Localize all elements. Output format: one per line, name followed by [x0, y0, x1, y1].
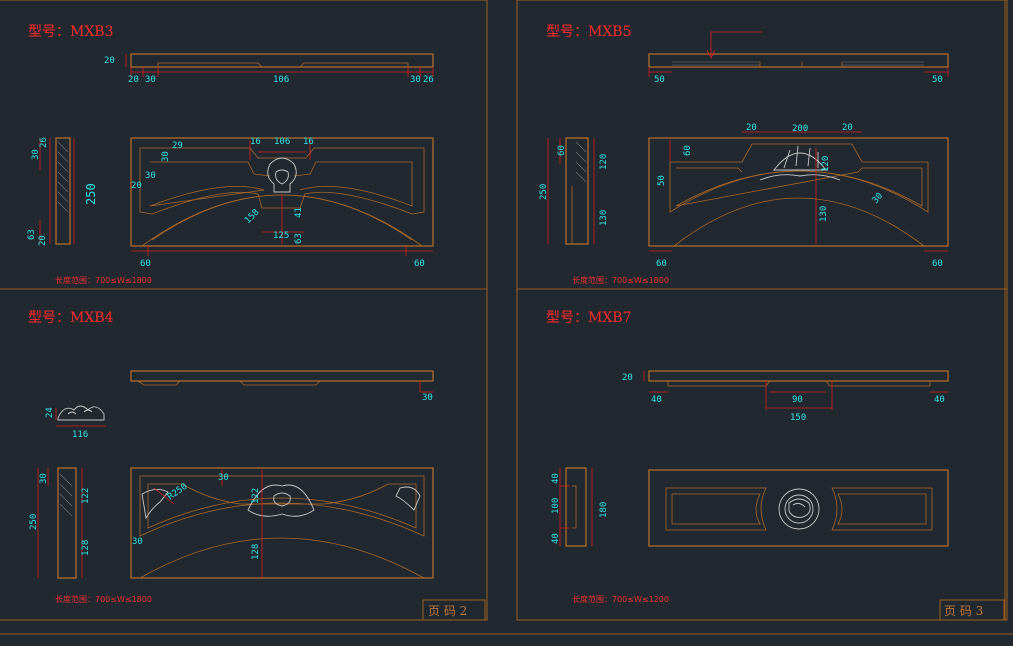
front-elevation-view: 30 R250 122 30 128	[130, 467, 434, 579]
dim-label: 60	[557, 145, 567, 156]
dim-label: 41	[294, 207, 304, 218]
dim-label: 16	[303, 137, 314, 147]
front-elevation-view	[648, 469, 949, 547]
page-label-2: 页 码 2	[422, 599, 486, 621]
dim-label: 106	[274, 137, 290, 147]
dim-label: 30	[218, 473, 229, 483]
dim-label: 40	[551, 533, 561, 544]
dim-label: 30	[871, 191, 886, 206]
dim-label: 200	[792, 124, 808, 134]
dim-label: 63	[294, 233, 304, 244]
length-range-note: 长度范围：700≤W≤1800	[55, 275, 152, 285]
dim-label: 24	[45, 407, 55, 418]
dim-label: 120	[821, 156, 831, 172]
dim-label: 20	[746, 123, 757, 133]
dim-label: 30	[145, 171, 156, 181]
dim-label: 100	[551, 498, 561, 514]
panel-mxb7: 型号：MXB7 20 40 90 150 40 40 100	[546, 310, 949, 604]
dim-label: 30	[39, 473, 49, 484]
dim-label: 128	[251, 544, 261, 560]
dim-label: 30	[145, 75, 156, 85]
dim-label: 120	[599, 154, 609, 170]
dim-label: 26	[39, 137, 49, 148]
top-profile-view: 20 40 90 150 40	[622, 370, 949, 423]
side-section-view: 30 122 250 128	[29, 467, 91, 579]
front-elevation-view: 20 200 20 60 50 120 130 30 60 60	[648, 123, 949, 269]
dim-label: 130	[819, 206, 829, 222]
dim-label: 60	[656, 259, 667, 269]
dim-label: 116	[72, 430, 88, 440]
dim-label: 180	[599, 502, 609, 518]
model-label: 型号：MXB5	[546, 24, 632, 40]
dim-label: 150	[790, 413, 806, 423]
dim-label: 60	[932, 259, 943, 269]
dim-label: 30	[422, 393, 433, 403]
dim-label: 30	[410, 75, 421, 85]
panel-mxb5: 型号：MXB5 50 50 60 120 250 130	[539, 24, 949, 285]
length-range-note: 长度范围：700≤W≤1800	[55, 594, 152, 604]
dim-label: 30	[31, 149, 41, 160]
dim-label: 122	[81, 488, 91, 504]
dim-label: 30	[132, 537, 143, 547]
dim-label: 20	[842, 123, 853, 133]
dim-label: 128	[81, 540, 91, 556]
top-profile-view: 50 50	[648, 31, 949, 85]
carving-detail-view: 24 116	[45, 405, 106, 440]
panel-mxb3: 型号：MXB3 20 20 30 106 30 26	[27, 24, 434, 285]
dim-label: 63	[27, 229, 37, 240]
model-label: 型号：MXB3	[28, 24, 114, 40]
dim-label: 60	[683, 145, 693, 156]
dim-label: 20	[128, 75, 139, 85]
dim-label: 40	[651, 395, 662, 405]
dim-label: 90	[792, 395, 803, 405]
dim-label: 20	[131, 181, 142, 191]
dim-label: 60	[140, 259, 151, 269]
dim-label: 130	[599, 210, 609, 226]
dim-label: 40	[551, 473, 561, 484]
top-profile-view: 30	[130, 370, 434, 403]
page-label-3: 页 码 3	[939, 599, 1005, 621]
dim-label: 20	[622, 373, 633, 383]
side-section-view: 30 26 250 63 20	[27, 137, 98, 246]
page-number-label: 页 码 2	[428, 604, 467, 618]
dim-label: 50	[932, 75, 943, 85]
top-profile-view: 20 20 30 106 30 26	[104, 53, 434, 85]
dim-label: 26	[423, 75, 434, 85]
dim-label: 158	[243, 208, 262, 227]
dim-label: 29	[172, 141, 183, 151]
front-elevation-view: 60 60 16 106 16 29 30 20 30 158 41 125 6…	[130, 137, 434, 269]
dim-label: 30	[161, 151, 171, 162]
length-range-note: 长度范围：700≤W≤1800	[572, 275, 669, 285]
page-number-label: 页 码 3	[944, 604, 983, 618]
model-label: 型号：MXB4	[28, 310, 114, 326]
panel-mxb4: 型号：MXB4 30 24 116 30 122 250 128	[28, 310, 434, 604]
dim-label: 250	[29, 514, 39, 530]
model-label: 型号：MXB7	[546, 310, 632, 326]
dim-label: 125	[273, 231, 289, 241]
dim-label: 60	[414, 259, 425, 269]
dim-label: 50	[654, 75, 665, 85]
side-section-view: 40 100 40 180	[551, 467, 609, 547]
dim-label: 16	[250, 137, 261, 147]
dim-label: 40	[934, 395, 945, 405]
dim-label: 122	[251, 488, 261, 504]
dim-label: 50	[657, 175, 667, 186]
dim-label: 250	[84, 183, 98, 205]
side-section-view: 60 120 250 130	[539, 137, 609, 245]
dim-label: 250	[539, 184, 549, 200]
dim-label: R250	[166, 482, 190, 503]
dim-label: 106	[273, 75, 289, 85]
dim-label: 20	[38, 235, 48, 246]
dim-label: 20	[104, 56, 115, 66]
length-range-note: 长度范围：700≤W≤1200	[572, 594, 669, 604]
